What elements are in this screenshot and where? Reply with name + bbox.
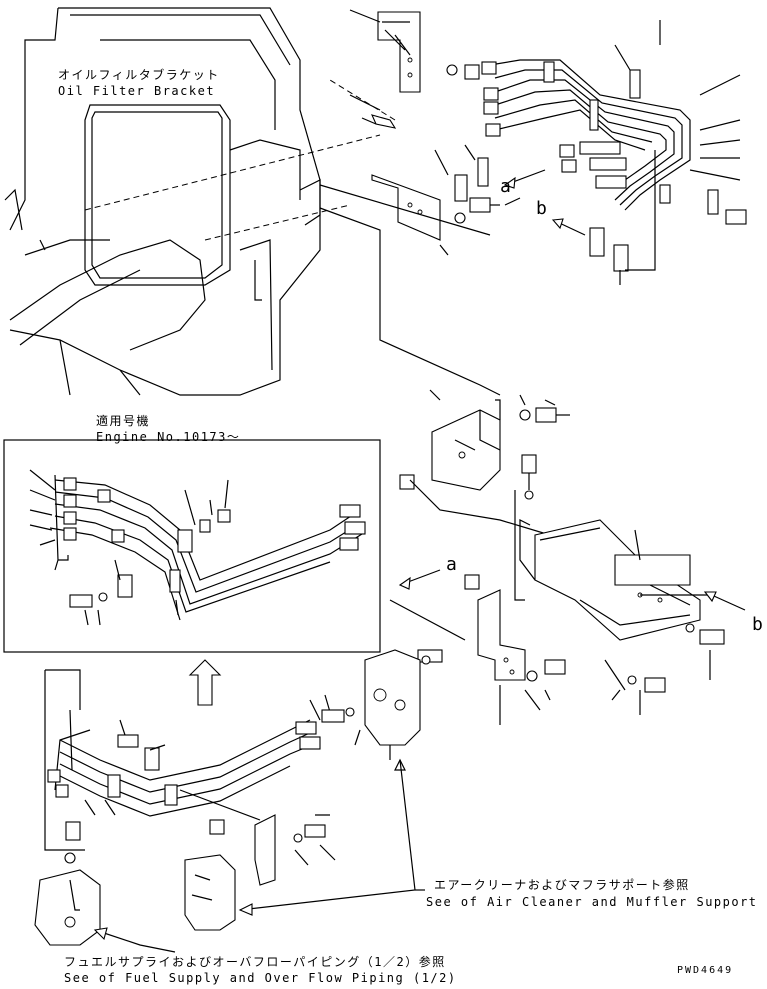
marker-a-upper: a — [500, 176, 513, 197]
inset-box — [3, 439, 381, 653]
arrow-b-right — [703, 591, 746, 611]
oil-filter-bracket-label-jp: オイルフィルタブラケット — [58, 68, 220, 82]
fuel-filter — [34, 854, 236, 946]
upper-small-parts — [371, 20, 747, 285]
lower-bracket — [389, 574, 725, 725]
reference-arrows — [93, 758, 425, 953]
arrow-a-lower — [398, 569, 441, 590]
marker-b-right: b — [752, 614, 765, 635]
engine-no-label-jp: 適用号機 — [96, 414, 151, 428]
marker-a-lower: a — [446, 554, 459, 575]
air-cleaner-ref-jp: エアークリーナおよびマフラサポート参照 — [434, 878, 690, 892]
fuel-supply-ref-jp: フュエルサプライおよびオーバフローパイピング（1／2）参照 — [64, 955, 446, 969]
arrow-b-upper — [551, 218, 586, 236]
fuel-supply-ref-en: See of Fuel Supply and Over Flow Piping … — [64, 971, 457, 985]
upper-fittings — [481, 61, 627, 189]
engine-block — [4, 7, 396, 396]
upper-bracket — [349, 9, 421, 129]
marker-b-upper: b — [536, 198, 549, 219]
oil-filter-bracket-label-en: Oil Filter Bracket — [58, 84, 216, 98]
drawing-code: PWD4649 — [677, 965, 734, 976]
lower-pipe-bundle — [44, 669, 331, 864]
lower-mid-parts — [209, 649, 421, 886]
up-arrow — [188, 659, 222, 706]
air-cleaner-ref-en: See of Air Cleaner and Muffler Support — [426, 895, 758, 909]
upper-pipe-bundle — [481, 59, 691, 211]
muffler-support — [514, 490, 710, 641]
arrow-a-upper — [503, 169, 546, 189]
middle-bracket — [319, 184, 570, 536]
engine-no-label-en: Engine No.10173～ — [96, 430, 241, 444]
